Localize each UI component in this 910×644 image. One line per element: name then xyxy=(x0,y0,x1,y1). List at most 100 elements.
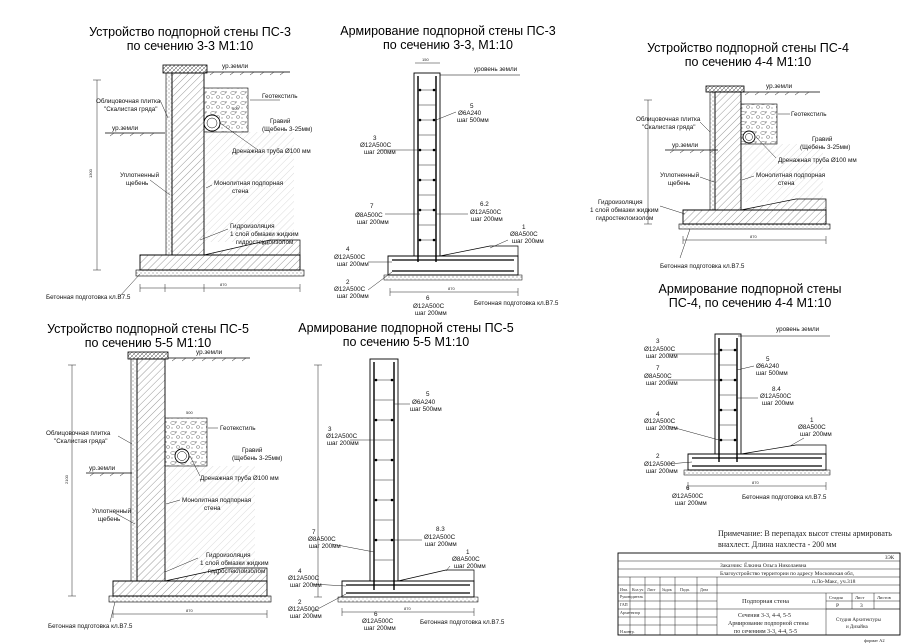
geotextile-label: Геотекстиль xyxy=(262,93,298,100)
svg-text:6.2: 6.2 xyxy=(480,201,489,208)
svg-text:8.4: 8.4 xyxy=(772,386,781,393)
svg-text:2: 2 xyxy=(346,279,350,286)
svg-text:1300: 1300 xyxy=(88,168,93,178)
svg-text:Ø12A500C: Ø12A500C xyxy=(644,346,676,353)
svg-text:шаг 500мм: шаг 500мм xyxy=(457,117,489,124)
svg-text:Облицовочная плитка: Облицовочная плитка xyxy=(636,115,701,123)
svg-text:Ø6A240: Ø6A240 xyxy=(756,363,780,370)
svg-text:Лист: Лист xyxy=(855,595,864,600)
svg-text:1: 1 xyxy=(522,224,526,231)
svg-text:Уплотненный: Уплотненный xyxy=(660,171,700,179)
svg-text:Ø12A500C: Ø12A500C xyxy=(334,254,366,261)
svg-text:Армирование подпорной стены ПС: Армирование подпорной стены ПС-5 xyxy=(298,321,514,335)
svg-text:Студия Архитектуры: Студия Архитектуры xyxy=(836,618,882,623)
svg-text:шаг 200мм: шаг 200мм xyxy=(800,431,832,438)
svg-text:Бетонная подготовка кл.В7.5: Бетонная подготовка кл.В7.5 xyxy=(48,623,133,630)
svg-text:Ø8A500C: Ø8A500C xyxy=(452,556,480,563)
svg-text:Устройство подпорной стены ПС-: Устройство подпорной стены ПС-5 xyxy=(47,322,249,336)
svg-text:Гидроизоляция: Гидроизоляция xyxy=(598,199,643,206)
doc-code: ЗЭК xyxy=(885,556,895,561)
svg-text:870: 870 xyxy=(220,282,227,287)
svg-text:7: 7 xyxy=(370,203,374,210)
svg-text:Ø12A500C: Ø12A500C xyxy=(413,303,445,310)
svg-text:по сечениям 3-3, 4-4, 5-5: по сечениям 3-3, 4-4, 5-5 xyxy=(734,629,797,635)
svg-text:500: 500 xyxy=(232,106,239,111)
svg-text:шаг 200мм: шаг 200мм xyxy=(327,440,359,447)
svg-text:4: 4 xyxy=(656,411,660,418)
svg-text:шаг 200мм: шаг 200мм xyxy=(512,238,544,245)
svg-text:шаг 200мм: шаг 200мм xyxy=(309,543,341,550)
svg-text:7: 7 xyxy=(312,529,316,536)
rebar-callouts: 3 Ø12A500C шаг 200мм 5 Ø6A240 шаг 500мм … xyxy=(644,338,832,507)
svg-text:Дренажная труба Ø100 мм: Дренажная труба Ø100 мм xyxy=(778,156,857,164)
svg-text:и Дизайна: и Дизайна xyxy=(846,625,869,630)
svg-text:"Скалистая гряда": "Скалистая гряда" xyxy=(642,124,696,131)
project-line-1: Благоустройство территории по адресу Мос… xyxy=(720,570,855,577)
svg-text:шаг 200мм: шаг 200мм xyxy=(337,261,369,268)
svg-text:4: 4 xyxy=(346,246,350,253)
svg-text:Бетонная подготовка кл.В7.5: Бетонная подготовка кл.В7.5 xyxy=(420,619,505,626)
svg-text:1 слой обмазки жидким: 1 слой обмазки жидким xyxy=(590,206,659,214)
view-ps4-section: Устройство подпорной стены ПС-4 по сечен… xyxy=(590,41,857,270)
rebar-callouts: 5 Ø6A240 шаг 500мм 3 Ø12A500C шаг 200мм … xyxy=(288,391,486,632)
svg-text:Облицовочная плитка: Облицовочная плитка xyxy=(46,429,111,437)
retaining-wall xyxy=(171,72,205,256)
svg-text:стена: стена xyxy=(778,180,795,187)
svg-text:Геотекстиль: Геотекстиль xyxy=(220,425,256,432)
view-title: Устройство подпорной стены ПС-4 xyxy=(647,41,849,55)
customer: Заказчик: Ёлкина Ольга Николаевна xyxy=(720,562,807,569)
svg-text:2100: 2100 xyxy=(64,474,69,484)
svg-text:870: 870 xyxy=(186,608,193,613)
project-line-2: п.Ло-Макс, уч.318 xyxy=(812,579,856,585)
title-block: ЗЭК Заказчик: Ёлкина Ольга Николаевна Бл… xyxy=(617,552,901,636)
cladding-tile xyxy=(165,72,173,256)
svg-text:Стадия: Стадия xyxy=(829,595,843,600)
soil-backfill xyxy=(204,132,294,242)
svg-text:6: 6 xyxy=(686,485,690,492)
footing xyxy=(139,254,301,271)
svg-text:Ø12A500C: Ø12A500C xyxy=(360,142,392,149)
concrete-prep xyxy=(135,269,305,277)
svg-text:Дата: Дата xyxy=(700,587,708,592)
rebar-subtitle: по сечению 3-3, М1:10 xyxy=(383,38,513,52)
svg-text:Кол.уч: Кол.уч xyxy=(632,587,643,592)
svg-text:ур.земли: ур.земли xyxy=(196,349,223,356)
svg-text:6: 6 xyxy=(426,295,430,302)
subject: Подпорная стена xyxy=(742,598,789,605)
drain-pipe xyxy=(203,114,221,132)
svg-text:Изм.: Изм. xyxy=(620,587,628,592)
concrete-label: Бетонная подготовка кл.В7.5 xyxy=(46,294,131,301)
svg-text:1 слой обмазки жидким: 1 слой обмазки жидким xyxy=(200,559,269,567)
ground-lower-label: ур.земли xyxy=(112,125,139,132)
svg-text:Ø12A500C: Ø12A500C xyxy=(644,418,676,425)
svg-text:ур.земли: ур.земли xyxy=(89,465,116,472)
svg-text:8.3: 8.3 xyxy=(436,526,445,533)
rebar-title: Армирование подпорной стены ПС-3 xyxy=(340,24,556,38)
view-ps5-rebar: Армирование подпорной стены ПС-5 по сече… xyxy=(288,321,514,632)
svg-text:5: 5 xyxy=(426,391,430,398)
view-ps5-section: Устройство подпорной стены ПС-5 по сечен… xyxy=(46,322,282,630)
svg-text:шаг 200мм: шаг 200мм xyxy=(364,625,396,632)
ground-upper-label: ур.земли xyxy=(222,63,249,70)
view-subtitle: по сечению 3-3 М1:10 xyxy=(127,39,254,53)
svg-text:ур.земли: ур.земли xyxy=(766,83,793,90)
waterproof-text-1: 1 слой обмазки жидким xyxy=(230,230,299,238)
svg-text:шаг 200мм: шаг 200мм xyxy=(454,563,486,570)
svg-text:870: 870 xyxy=(448,286,455,291)
svg-text:1: 1 xyxy=(466,549,470,556)
svg-text:Ø12A500C: Ø12A500C xyxy=(644,461,676,468)
svg-text:Дренажная труба Ø100 мм: Дренажная труба Ø100 мм xyxy=(200,474,279,482)
svg-text:7: 7 xyxy=(656,365,660,372)
svg-text:2: 2 xyxy=(298,599,302,606)
wall-label-1: Монолитная подпорная xyxy=(214,180,283,187)
svg-text:Геотекстиль: Геотекстиль xyxy=(791,111,827,118)
svg-text:Архитектор: Архитектор xyxy=(620,610,640,615)
svg-text:Ø8A500C: Ø8A500C xyxy=(798,424,826,431)
note-line-1: Примечание: В перепадах высот стены арми… xyxy=(718,529,892,538)
svg-text:1: 1 xyxy=(810,417,814,424)
svg-text:Ø8A500C: Ø8A500C xyxy=(355,212,383,219)
svg-text:2: 2 xyxy=(656,453,660,460)
svg-text:Ø8A500C: Ø8A500C xyxy=(644,373,672,380)
